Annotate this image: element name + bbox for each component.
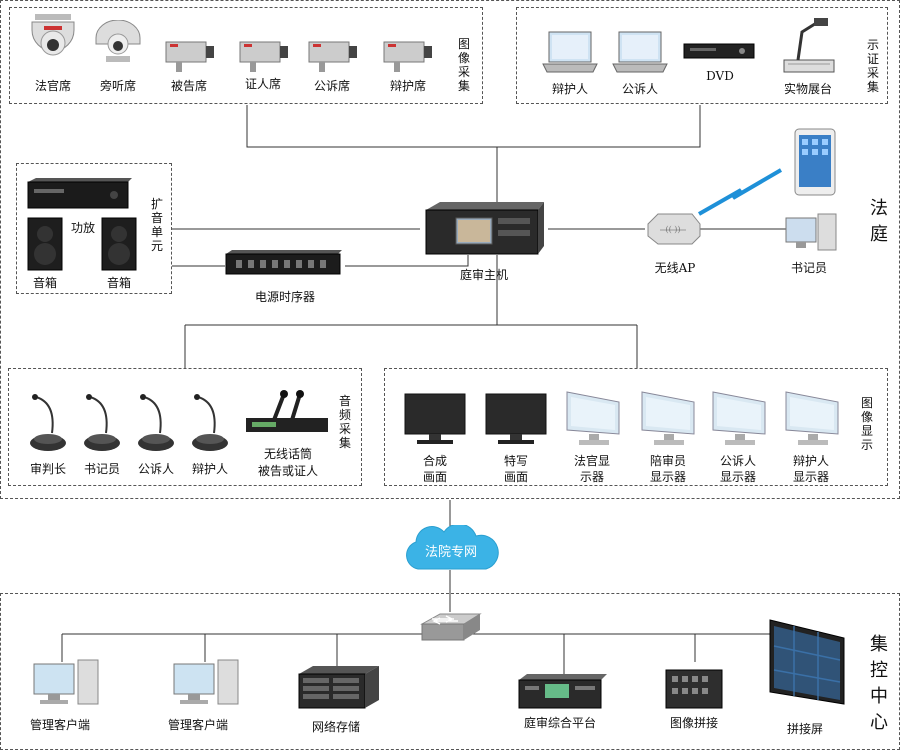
amplifier-unit-box (16, 163, 172, 294)
mic-label: 辩护人 (191, 462, 228, 476)
amplifier-label: 功放 (70, 221, 95, 235)
speaker-icon (26, 216, 64, 276)
wireless-signal-icon (695, 168, 785, 222)
box-camera-icon (380, 38, 434, 78)
screen-label: 陪审员 (649, 454, 686, 468)
court-host-label: 庭审主机 (459, 268, 508, 282)
wire-evidence-host (496, 105, 701, 210)
screen-label: 显示器 (719, 470, 756, 484)
control-device-label: 网络存储 (311, 720, 360, 734)
speaker-label: 音箱 (32, 276, 57, 290)
wire-seq-host-b (345, 255, 469, 267)
dome-camera-icon (92, 19, 144, 74)
evidence-device-label: 公诉人 (621, 82, 658, 96)
microphone-icon (134, 393, 178, 457)
clerk-label: 书记员 (790, 261, 827, 275)
mic-label: 审判长 (29, 462, 66, 476)
dvd-player-icon (682, 40, 756, 66)
control-device-label: 管理客户端 (29, 718, 90, 732)
court-host-icon (418, 200, 550, 262)
control-device-label: 拼接屏 (786, 722, 823, 736)
screen-label: 辩护人 (792, 454, 829, 468)
wireless-ap-icon: (( )) (644, 210, 702, 250)
cloud-icon (398, 523, 504, 579)
mic-label: 书记员 (83, 462, 120, 476)
camera-label: 公诉席 (313, 79, 350, 93)
control-device-label: 庭审综合平台 (523, 716, 596, 730)
screen-label: 画面 (422, 470, 447, 484)
dome-camera-icon (27, 10, 79, 76)
screen-label: 画面 (503, 470, 528, 484)
control-center-label: 集控中心 (870, 634, 888, 733)
wire-capture-host (246, 105, 497, 148)
network-storage-icon (295, 664, 381, 716)
laptop-icon (611, 30, 669, 80)
evidence-device-label: DVD (706, 69, 734, 83)
desktop-pc-icon (32, 656, 100, 712)
camera-label: 旁听席 (99, 79, 136, 93)
lcd-monitor-icon (709, 390, 769, 452)
laptop-icon (541, 30, 599, 80)
camera-label: 被告席 (170, 79, 207, 93)
screen-label: 显示器 (649, 470, 686, 484)
image-capture-label: 图像采集 (457, 37, 470, 93)
box-camera-icon (305, 38, 359, 78)
audio-capture-box (8, 368, 362, 486)
lcd-monitor-icon (563, 390, 623, 452)
dark-monitor-icon (403, 392, 467, 452)
dark-monitor-icon (484, 392, 548, 452)
control-device-label: 管理客户端 (167, 718, 228, 732)
microphone-icon (80, 393, 124, 457)
camera-label: 证人席 (244, 77, 281, 91)
desktop-pc-icon (172, 656, 240, 712)
audio-capture-label: 音频采集 (338, 394, 351, 450)
courtroom-label: 法庭 (870, 198, 888, 245)
power-sequencer-icon (222, 248, 348, 282)
screen-label: 法官显 (573, 454, 610, 468)
camera-label: 法官席 (34, 79, 71, 93)
screen-label: 特写 (503, 454, 528, 468)
evidence-capture-label: 示证采集 (866, 38, 879, 94)
power-sequencer-label: 电源时序器 (254, 290, 315, 304)
evidence-capture-box (516, 7, 888, 104)
microphone-icon (188, 393, 232, 457)
tablet-icon (793, 127, 837, 201)
desktop-pc-icon (782, 212, 840, 258)
wireless-mic-icon (244, 390, 330, 440)
network-switch-icon (418, 610, 484, 662)
evidence-device-label: 实物展台 (783, 82, 832, 96)
wireless-mic-label: 无线话筒 (263, 447, 312, 461)
image-display-box (384, 368, 888, 486)
screen-label: 显示器 (792, 470, 829, 484)
wireless-ap-label: 无线AP (654, 261, 696, 275)
svg-text:(( )): (( )) (665, 225, 680, 234)
image-splicer-icon (664, 664, 724, 716)
box-camera-icon (162, 38, 216, 78)
box-camera-icon (236, 38, 290, 78)
mic-label: 公诉人 (137, 462, 174, 476)
evidence-device-label: 辩护人 (551, 82, 588, 96)
control-device-label: 图像拼接 (669, 716, 718, 730)
network-label: 法院专网 (424, 545, 477, 560)
speaker-label: 音箱 (106, 276, 131, 290)
microphone-icon (26, 393, 70, 457)
integrated-platform-icon (515, 672, 611, 716)
lcd-monitor-icon (782, 390, 842, 452)
image-display-label: 图像显示 (860, 396, 873, 452)
image-capture-box (9, 7, 483, 104)
speaker-icon (100, 216, 138, 276)
screen-label: 公诉人 (719, 454, 756, 468)
amplifier-unit-label: 扩音单元 (150, 197, 163, 253)
screen-label: 示器 (579, 470, 604, 484)
amplifier-icon (24, 176, 136, 216)
camera-label: 辩护席 (389, 79, 426, 93)
document-camera-icon (778, 14, 838, 80)
screen-label: 合成 (422, 454, 447, 468)
wireless-mic-label: 被告或证人 (257, 464, 318, 478)
video-wall-icon (766, 616, 848, 714)
lcd-monitor-icon (638, 390, 698, 452)
